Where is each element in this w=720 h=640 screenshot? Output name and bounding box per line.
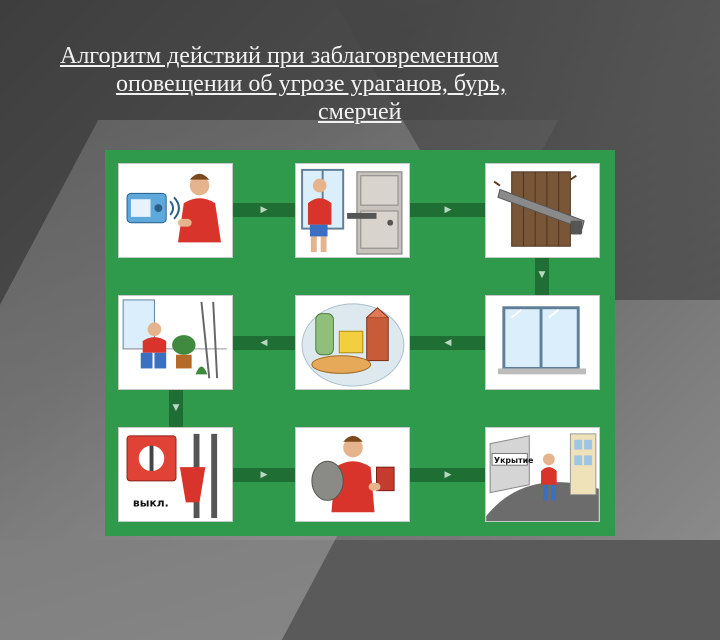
step-panel-shelter: Укрытие	[485, 427, 600, 522]
algorithm-diagram: ▶ ▶ ▼ ◀ ◀ ▼ ▶ ▶	[105, 150, 615, 536]
arrow-right-icon: ▶	[260, 205, 268, 215]
step-panel-remove-items	[118, 295, 233, 390]
step-panel-food-supply	[295, 295, 410, 390]
close-windows-doors-icon	[301, 168, 403, 255]
step-panel-board-up	[485, 163, 600, 258]
connector	[410, 336, 485, 350]
connector	[233, 203, 295, 217]
shelter-sign-label: Укрытие	[494, 456, 533, 465]
radio-listening-icon	[126, 173, 222, 243]
step-panel-power-off: выкл.	[118, 427, 233, 522]
step-panel-listen-radio	[118, 163, 233, 258]
arrow-left-icon: ◀	[444, 338, 452, 348]
connector	[233, 468, 295, 482]
connector	[169, 390, 183, 427]
slide-title: Алгоритм действий при заблаговременном о…	[48, 42, 688, 126]
arrow-down-icon: ▼	[538, 270, 546, 280]
step-panel-close-doors	[295, 163, 410, 258]
connector	[410, 468, 485, 482]
arrow-down-icon: ▼	[172, 403, 180, 413]
go-to-shelter-icon: Укрытие	[486, 433, 599, 521]
title-line: смерчей	[318, 99, 402, 125]
switch-off-label: выкл.	[133, 496, 169, 509]
arrow-right-icon: ▶	[444, 470, 452, 480]
board-up-icon	[493, 171, 585, 247]
connector	[410, 203, 485, 217]
remove-items-from-balcony-icon	[122, 299, 227, 379]
title-line: Алгоритм действий при заблаговременном	[60, 43, 499, 69]
food-water-supply-icon	[301, 303, 405, 387]
title-line: оповещении об угрозе ураганов, бурь,	[116, 71, 507, 97]
arrow-right-icon: ▶	[260, 470, 268, 480]
pack-documents-icon	[311, 435, 395, 513]
step-panel-pack-documents	[295, 427, 410, 522]
power-switch-off-icon: выкл.	[126, 433, 218, 519]
step-panel-window	[485, 295, 600, 390]
arrow-right-icon: ▶	[444, 205, 452, 215]
arrow-left-icon: ◀	[260, 338, 268, 348]
connector	[233, 336, 295, 350]
connector	[535, 257, 549, 295]
window-icon	[497, 306, 587, 375]
